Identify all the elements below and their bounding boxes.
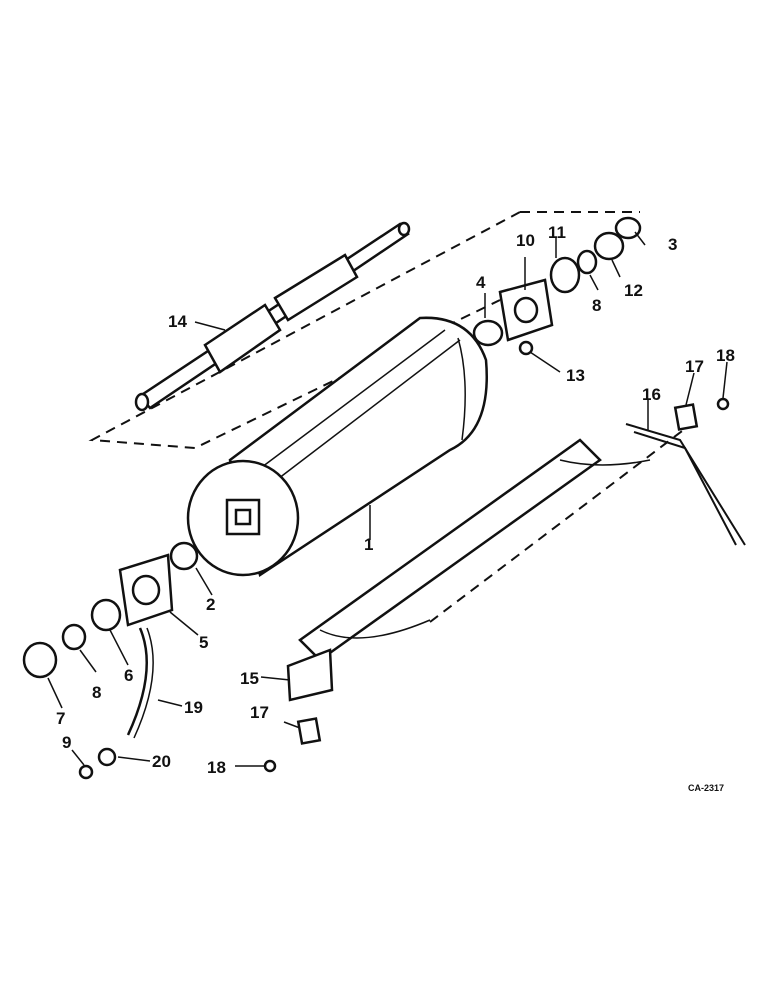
callout-12: 12: [624, 281, 643, 300]
left-bearing-parts: [22, 541, 199, 780]
fitting-9: [78, 764, 94, 780]
callout-labels: 1 2 3 4 5 6 7 8 8 9 10 11 12 13 14 15 16…: [56, 223, 735, 793]
washer-7: [22, 641, 58, 679]
callout-8-right: 8: [592, 296, 601, 315]
callout-18-lower: 18: [207, 758, 226, 777]
callout-16: 16: [642, 385, 661, 404]
callout-5: 5: [199, 633, 208, 652]
ring-8: [61, 623, 87, 651]
callout-17-lower: 17: [250, 703, 269, 722]
seal-3: [614, 216, 642, 240]
callout-18-upper: 18: [716, 346, 735, 365]
seal-2: [169, 541, 199, 571]
callout-7: 7: [56, 709, 65, 728]
callout-3: 3: [668, 235, 677, 254]
callout-14: 14: [168, 312, 187, 331]
bearing-6: [90, 598, 122, 632]
callout-17-upper: 17: [685, 357, 704, 376]
leader-lines: [47, 231, 728, 767]
rubber-strip-16: [625, 423, 746, 546]
bushing-4: [472, 319, 504, 347]
callout-19: 19: [184, 698, 203, 717]
washer-12: [593, 231, 625, 261]
callout-20: 20: [152, 752, 171, 771]
plates-and-bolts: [263, 397, 730, 773]
plate-17-upper: [673, 403, 699, 431]
callout-9: 9: [62, 733, 71, 752]
hose-19: [126, 627, 148, 736]
callout-8-left: 8: [92, 683, 101, 702]
scraper-assembly: [286, 423, 746, 702]
callout-1: 1: [364, 535, 373, 554]
callout-4: 4: [476, 273, 486, 292]
ring-8: [576, 249, 598, 275]
callout-2: 2: [206, 595, 215, 614]
nut-20: [97, 747, 117, 767]
right-bearing-parts: [472, 216, 642, 356]
bolt-18-lower: [263, 759, 277, 773]
bolt-18-upper: [716, 397, 730, 411]
callout-11: 11: [548, 223, 566, 242]
scraper-bracket-15: [286, 648, 334, 702]
callout-6: 6: [124, 666, 133, 685]
shaft: [134, 221, 411, 412]
callout-13: 13: [566, 366, 585, 385]
callout-10: 10: [516, 231, 535, 250]
drum: [186, 316, 488, 578]
figure-code: CA-2317: [688, 783, 724, 793]
bearing-11: [549, 256, 581, 294]
plate-17-lower: [296, 717, 322, 745]
callout-15: 15: [240, 669, 259, 688]
fitting-13: [518, 340, 534, 356]
